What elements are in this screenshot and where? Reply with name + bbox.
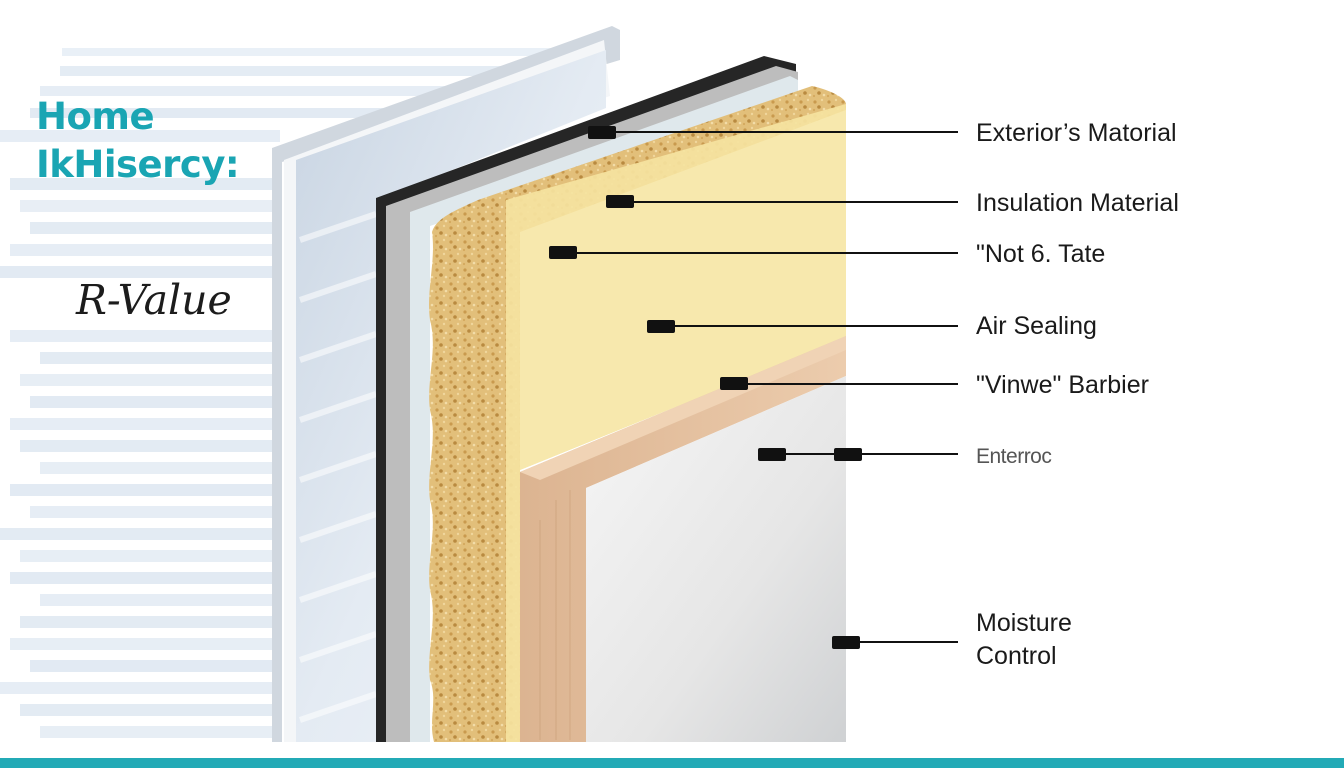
marker-enterroc-a <box>758 448 786 461</box>
callout-markers <box>549 126 862 649</box>
exterior-panel <box>272 26 620 742</box>
callout-label-moisture: Moisture Control <box>976 609 1072 670</box>
marker-enterroc-b <box>834 448 862 461</box>
callout-leaders <box>562 131 958 643</box>
marker-exterior <box>588 126 616 139</box>
callout-label-air-sealing: Air Sealing <box>976 312 1097 340</box>
bottom-accent-bar <box>0 758 1344 768</box>
callout-label-not-tate: "Not 6. Tate <box>976 240 1106 268</box>
callout-label-barbier: "Vinwe" Barbier <box>976 371 1149 399</box>
marker-insulation <box>606 195 634 208</box>
siding-boards <box>0 48 592 738</box>
marker-moisture <box>832 636 860 649</box>
marker-barbier <box>720 377 748 390</box>
r-value-label: R-Value <box>76 276 232 324</box>
title-line-1: Home <box>36 95 155 138</box>
wood-stud <box>520 336 846 742</box>
callout-label-exterior: Exterior’s Matorial <box>976 119 1177 147</box>
marker-not-tate <box>549 246 577 259</box>
callout-label-insulation: Insulation Material <box>976 189 1179 217</box>
callout-label-enterroc: Enterroc <box>976 445 1052 468</box>
marker-air-sealing <box>647 320 675 333</box>
insulation-layer <box>429 86 846 742</box>
title-line-2: IkHisercy: <box>36 143 240 186</box>
interior-drywall <box>586 376 846 742</box>
